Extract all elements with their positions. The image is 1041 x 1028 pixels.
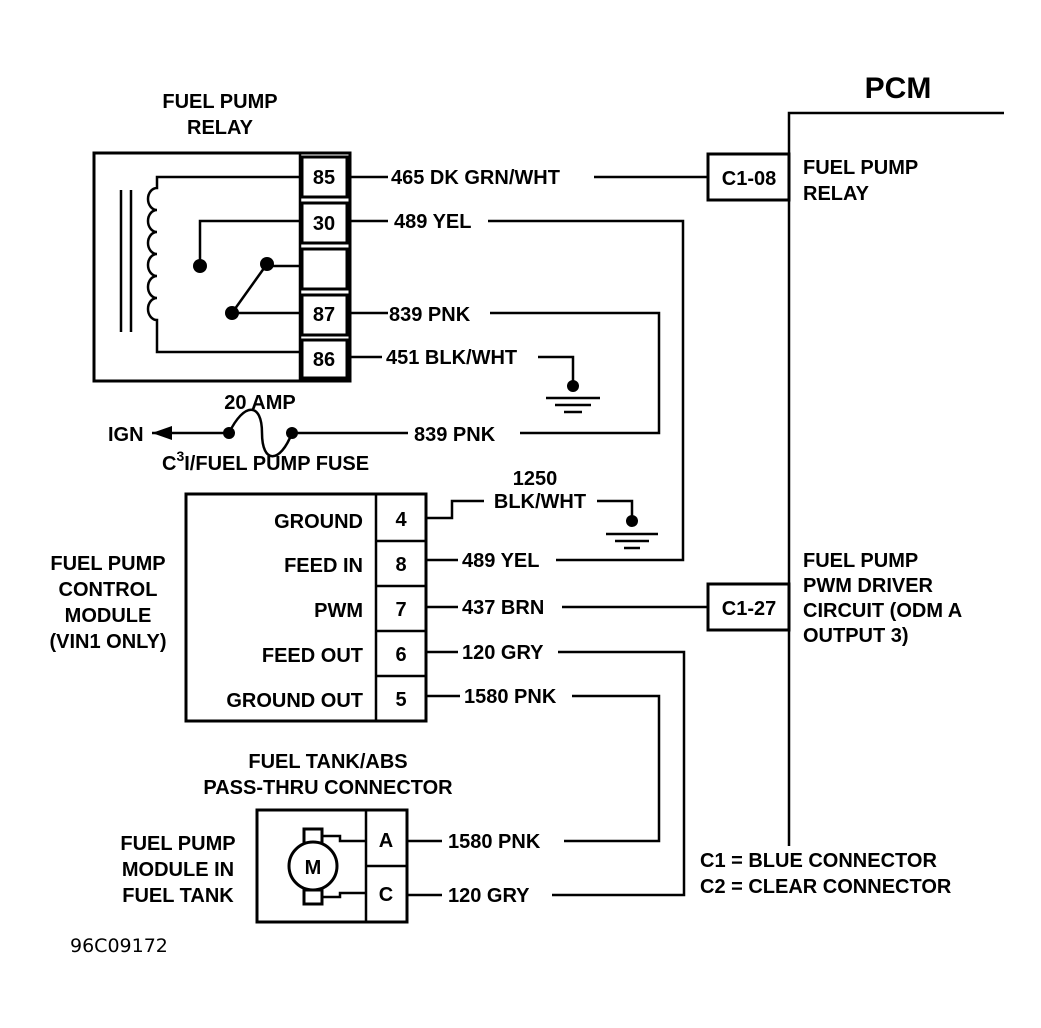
- pcm-connector-c1-08-label: C1-08: [722, 168, 776, 190]
- module-body: [184, 492, 428, 723]
- wire-489: [488, 219, 685, 562]
- fuel-pump-module: A C M: [255, 808, 409, 924]
- tank-module-line3: FUEL TANK: [122, 885, 234, 907]
- relay-pin-85-label: 85: [313, 167, 335, 189]
- wire-120: [552, 650, 686, 897]
- legend-line2: C2 = CLEAR CONNECTOR: [700, 876, 952, 898]
- relay-coil-icon: [146, 175, 300, 354]
- relay-pin-87-label: 87: [313, 304, 335, 326]
- fuse-symbol-icon: [152, 408, 408, 458]
- tank-module-line2: MODULE IN: [122, 859, 234, 881]
- relay-switch-wire-30: [198, 219, 300, 266]
- wire-120-tank-label: 120 GRY: [448, 885, 530, 907]
- module-pin-label: 5: [395, 689, 406, 711]
- pcm-conn2-label-line3: CIRCUIT (ODM A: [803, 600, 962, 622]
- pcm-connector-c1-27: [706, 582, 791, 632]
- wire-1250-left: [427, 499, 484, 520]
- wire-489-top-label: 489 YEL: [394, 211, 471, 233]
- module-pin-label: 7: [395, 599, 406, 621]
- pcm-connector-c1-08: [706, 152, 791, 202]
- wire-839-top-label: 839 PNK: [389, 304, 471, 326]
- wire-1250-number: 1250: [513, 468, 558, 490]
- wire-839-fuse-label: 839 PNK: [414, 424, 496, 446]
- wire-437-label: 437 BRN: [462, 597, 544, 619]
- wire-451: [538, 355, 575, 384]
- tank-connector-line2: PASS-THRU CONNECTOR: [203, 777, 453, 799]
- pcm-connector-c1-27-label: C1-27: [722, 598, 776, 620]
- module-pin-label: 8: [395, 554, 406, 576]
- module-pin-label: 6: [395, 644, 406, 666]
- module-name-line3: MODULE: [65, 605, 152, 627]
- module-pin-label: 4: [395, 509, 407, 531]
- pcm-title: PCM: [865, 72, 932, 105]
- fuel-pump-relay: 85 30 87 86: [92, 151, 352, 383]
- module-name-line4: (VIN1 ONLY): [49, 631, 166, 653]
- wire-1580-mod-label: 1580 PNK: [464, 686, 557, 708]
- relay-pin-86: [300, 338, 349, 380]
- motor-label: M: [305, 857, 322, 879]
- relay-contact-dot: [193, 259, 207, 273]
- wire-1250-color: BLK/WHT: [494, 491, 586, 513]
- relay-title-line2: RELAY: [187, 117, 254, 139]
- tank-pin-a: A: [379, 830, 393, 852]
- module-row-label: GROUND OUT: [226, 690, 363, 712]
- pcm-conn2-label-line1: FUEL PUMP: [803, 550, 918, 572]
- legend-line1: C1 = BLUE CONNECTOR: [700, 850, 937, 872]
- wire-465-label: 465 DK GRN/WHT: [391, 167, 560, 189]
- relay-pin-85: [300, 155, 349, 199]
- relay-pin-30: [300, 201, 349, 245]
- module-name-line2: CONTROL: [59, 579, 158, 601]
- fuel-pump-control-module: GROUND FEED IN PWM FEED OUT GROUND OUT 4…: [184, 492, 428, 723]
- pcm-boundary: [787, 111, 1004, 846]
- relay-pin-87: [300, 293, 349, 337]
- fuse-rating: 20 AMP: [224, 392, 296, 414]
- module-name-line1: FUEL PUMP: [50, 553, 165, 575]
- pcm-conn2-label-line2: PWM DRIVER: [803, 575, 934, 597]
- wire-839: [490, 311, 661, 435]
- relay-contact-dot: [260, 257, 274, 271]
- arrow-left-icon: [152, 426, 172, 440]
- relay-switch-arm: [230, 263, 269, 314]
- pcm-conn1-label-line2: RELAY: [803, 183, 870, 205]
- relay-pin-30-label: 30: [313, 213, 335, 235]
- wire-489-mod-label: 489 YEL: [462, 550, 539, 572]
- figure-code: 96C09172: [70, 935, 168, 957]
- relay-pin-86-label: 86: [313, 349, 335, 371]
- wire-1580: [564, 694, 661, 843]
- tank-connector-line1: FUEL TANK/ABS: [248, 751, 407, 773]
- module-row-label: FEED IN: [284, 555, 363, 577]
- module-row-label: PWM: [314, 600, 363, 622]
- relay-title-line1: FUEL PUMP: [162, 91, 277, 113]
- wire-451-label: 451 BLK/WHT: [386, 347, 517, 369]
- pcm-conn2-label-line4: OUTPUT 3): [803, 625, 909, 647]
- ground-symbol-icon: [546, 380, 600, 414]
- module-name: FUEL PUMP CONTROL MODULE (VIN1 ONLY): [49, 553, 166, 653]
- wire-1580-tank-label: 1580 PNK: [448, 831, 541, 853]
- tank-pin-c: C: [379, 884, 393, 906]
- module-row-label: GROUND: [274, 511, 363, 533]
- module-row-label: FEED OUT: [262, 645, 363, 667]
- wire-1250-right: [597, 499, 634, 518]
- wire-120-mod-label: 120 GRY: [462, 642, 544, 664]
- fuse-name: C3I/FUEL PUMP FUSE: [162, 448, 369, 475]
- relay-pin-empty: [300, 247, 349, 291]
- pcm-conn1-label-line1: FUEL PUMP: [803, 157, 918, 179]
- ign-label: IGN: [108, 424, 144, 446]
- ground-symbol-icon: [606, 515, 658, 550]
- motor-icon: M: [287, 827, 366, 906]
- tank-module-line1: FUEL PUMP: [120, 833, 235, 855]
